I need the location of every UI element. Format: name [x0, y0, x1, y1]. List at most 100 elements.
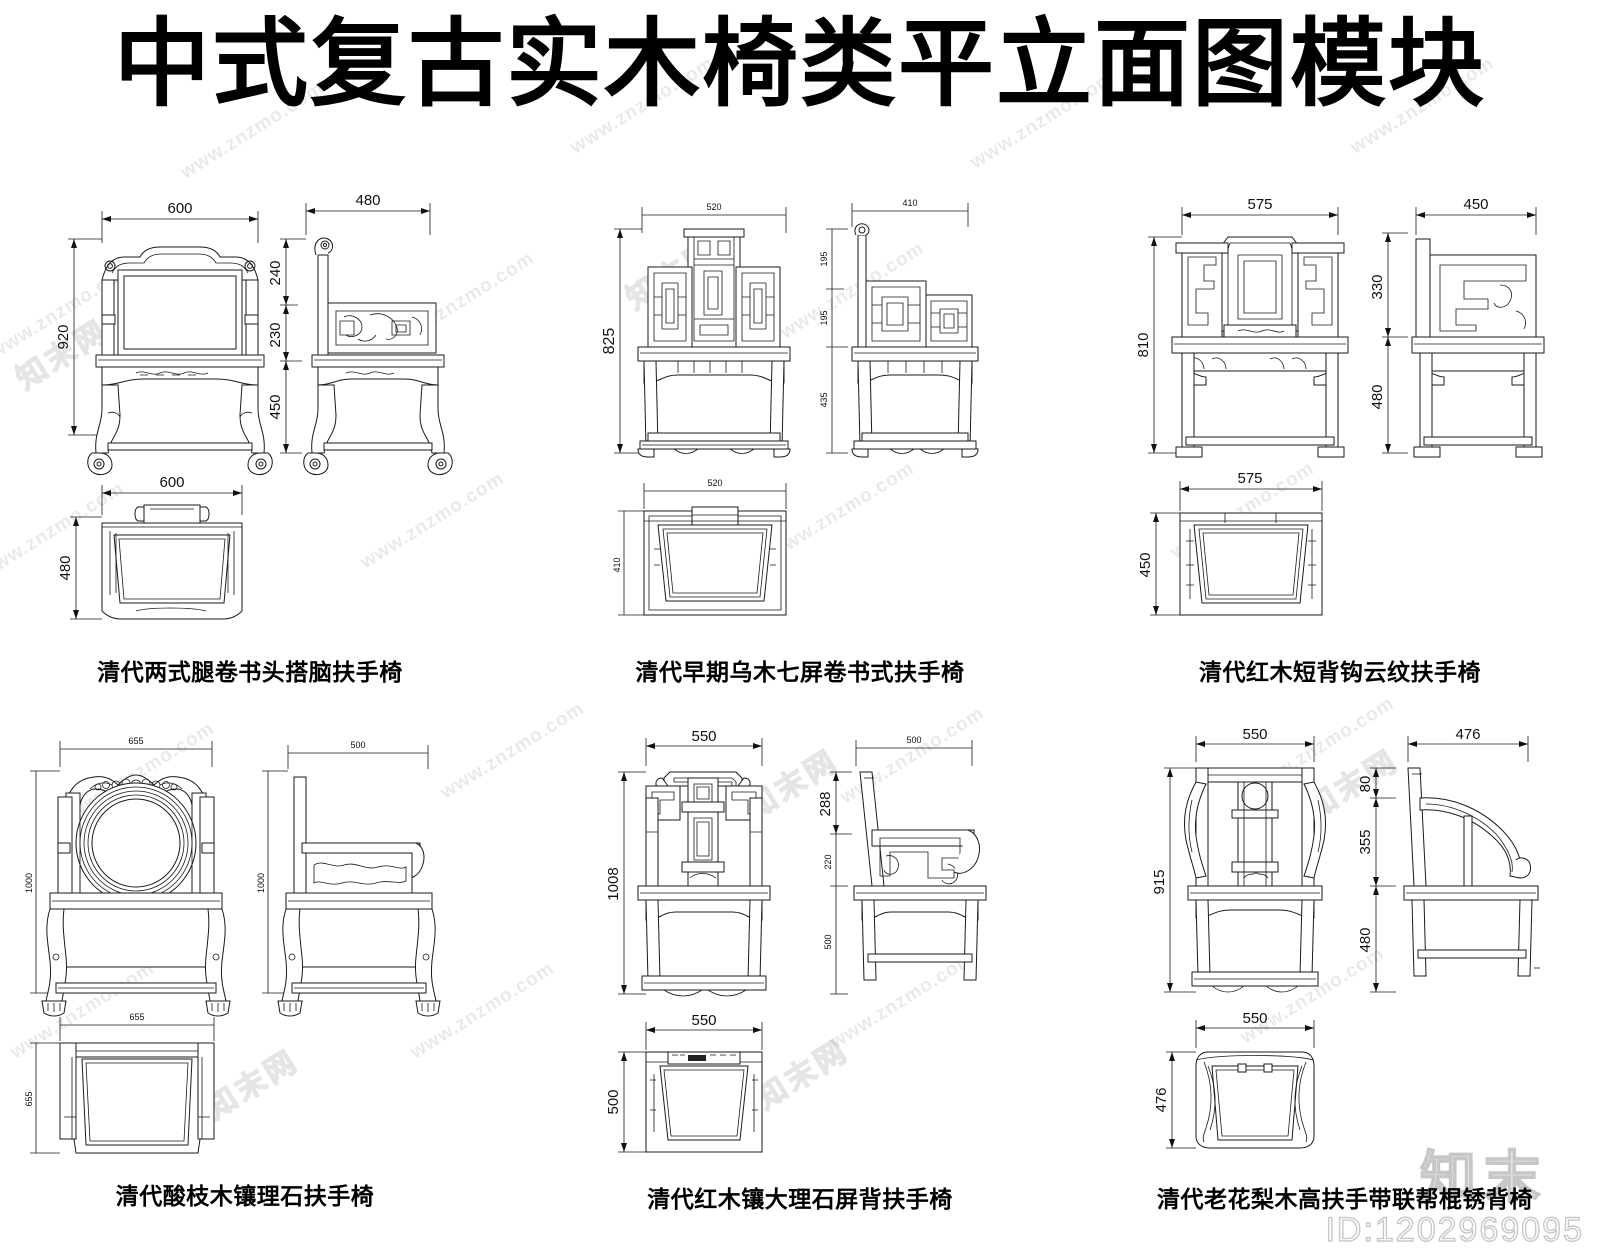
chair-1-views: 600 920 [40, 185, 460, 655]
chair-5-drawing: 550 1008 [605, 728, 987, 1153]
chair-5-plan-depth-label: 500 [605, 1089, 622, 1114]
chair-3-side-width-dim [1415, 207, 1537, 235]
chair-3-side-segments-dim [1382, 232, 1408, 454]
chair-3-plan-depth-dim [1150, 512, 1180, 616]
chair-1-side-seg-2: 450 [267, 394, 284, 419]
chair-3-front-height-label: 810 [1135, 332, 1152, 357]
chair-2-side-segments-dim [826, 228, 848, 454]
chair-4-side-width-label: 500 [350, 740, 365, 750]
chair-2-side-elevation [851, 223, 979, 458]
chair-2-side-width-label: 410 [902, 198, 917, 208]
chair-3-plan-width-label: 575 [1237, 470, 1262, 487]
chair-6-side-seg-2: 480 [1357, 927, 1374, 952]
chair-1-front-height-label: 920 [55, 324, 72, 349]
chair-3-front-width-dim [1181, 207, 1339, 235]
chair-4-front-height-label: 1000 [24, 873, 34, 893]
chair-6-plan-depth-label: 476 [1153, 1087, 1170, 1112]
chair-1-plan-width-dim [101, 485, 243, 515]
chair-block-5: 550 1008 [590, 700, 1010, 1214]
chair-6-plan-depth-dim [1166, 1051, 1196, 1149]
chair-5-plan-width-dim [645, 1022, 763, 1050]
chair-5-plan-width-label: 550 [691, 1012, 716, 1029]
chair-1-plan-depth-dim [70, 516, 102, 620]
chair-5-side-width-label: 500 [906, 735, 921, 745]
chair-2-front-height-dim [614, 228, 642, 454]
chair-1-drawing: 600 920 [55, 192, 453, 620]
chair-1-front-elevation [87, 246, 273, 476]
brand-logo: 知末 [1419, 1145, 1548, 1212]
chair-5-front-height-dim [618, 771, 646, 995]
chair-block-1: 600 920 [40, 185, 460, 687]
chair-2-side-seg-0: 195 [819, 251, 829, 266]
chair-6-front-elevation [1183, 767, 1327, 992]
drawing-id-label: ID:1202969095 [1325, 1210, 1584, 1249]
chair-1-caption: 清代两式腿卷书头搭脑扶手椅 [97, 660, 403, 686]
chair-1-plan-view [101, 504, 243, 620]
chair-4-views: 655 1000 [20, 695, 470, 1175]
chair-6-front-height-dim [1164, 767, 1196, 993]
chair-4-plan-depth-label: 655 [24, 1091, 34, 1106]
chair-block-6: 550 915 [1120, 700, 1570, 1214]
chair-4-drawing: 655 1000 [24, 736, 441, 1154]
chair-4-front-elevation [41, 774, 231, 1017]
chair-2-side-seg-2: 435 [819, 392, 829, 407]
chair-block-2: 520 825 [590, 185, 1010, 687]
chair-6-front-width-label: 550 [1242, 726, 1267, 743]
chair-6-views: 550 915 [1120, 700, 1570, 1178]
chair-1-plan-depth-label: 480 [57, 555, 74, 580]
chair-3-caption: 清代红木短背钩云纹扶手椅 [1199, 660, 1481, 686]
chair-2-side-width-dim [851, 203, 969, 227]
chair-block-4: 655 1000 [20, 695, 470, 1211]
chair-4-front-width-dim [59, 741, 213, 767]
chair-1-side-segments-dim [280, 238, 306, 454]
chair-3-plan-view [1179, 512, 1323, 616]
chair-1-front-height-dim [68, 238, 102, 436]
chair-4-plan-width-dim [59, 1017, 215, 1041]
chair-2-caption: 清代早期乌木七屏卷书式扶手椅 [635, 660, 965, 686]
chair-3-plan-width-dim [1179, 481, 1323, 511]
chair-2-plan-width-dim [643, 483, 787, 509]
chair-5-plan-depth-dim [618, 1051, 646, 1153]
chair-5-side-seg-0: 288 [817, 791, 834, 816]
chair-5-front-elevation [637, 771, 771, 996]
page-title: 中式复古实木椅类平立面图模块 [114, 8, 1486, 120]
chair-3-side-elevation [1411, 238, 1545, 458]
chair-3-drawing: 575 810 [1135, 196, 1545, 616]
chair-1-front-width-label: 600 [167, 200, 192, 217]
chair-1-side-elevation [303, 237, 453, 476]
chair-block-3: 575 810 [1120, 185, 1560, 687]
drawing-sheet: 600 920 [0, 175, 1600, 1235]
chair-2-front-width-label: 520 [706, 202, 721, 212]
chair-5-front-height-label: 1008 [605, 867, 622, 900]
chair-3-front-elevation [1171, 236, 1349, 458]
chair-2-side-seg-1: 195 [819, 310, 829, 325]
chair-2-plan-view [643, 506, 787, 616]
chair-3-side-seg-1: 480 [1369, 384, 1386, 409]
chair-1-side-width-label: 480 [355, 192, 380, 209]
chair-6-plan-width-label: 550 [1242, 1010, 1267, 1027]
chair-5-caption: 清代红木镶大理石屏背扶手椅 [647, 1187, 953, 1213]
chair-5-side-elevation [853, 771, 987, 981]
chair-2-plan-depth-dim [618, 510, 644, 616]
chair-2-plan-depth-label: 410 [612, 557, 622, 572]
chair-2-views: 520 825 [590, 185, 1010, 655]
chair-3-side-seg-0: 330 [1369, 274, 1386, 299]
chair-2-drawing: 520 825 [601, 198, 979, 616]
chair-6-side-elevation [1403, 767, 1540, 977]
chair-6-caption: 清代老花梨木高扶手带联帮棍锈背椅 [1157, 1187, 1533, 1213]
chair-5-front-width-label: 550 [691, 728, 716, 745]
chair-4-side-width-dim [287, 745, 429, 769]
chair-4-side-elevation [277, 776, 441, 1017]
chair-4-plan-depth-dim [30, 1042, 60, 1154]
chair-1-plan-width-label: 600 [159, 474, 184, 491]
chair-3-views: 575 810 [1120, 185, 1560, 655]
chair-5-views: 550 1008 [590, 700, 1010, 1178]
chair-5-plan-view [645, 1051, 763, 1153]
chair-4-plan-width-label: 655 [129, 1012, 144, 1022]
chair-1-side-seg-1: 230 [267, 322, 284, 347]
chair-6-side-seg-1: 355 [1357, 829, 1374, 854]
chair-6-plan-view [1195, 1051, 1315, 1149]
chair-4-side-height-label: 1000 [256, 873, 266, 893]
chair-4-front-width-label: 655 [128, 736, 143, 746]
chair-2-front-height-label: 825 [601, 328, 618, 355]
